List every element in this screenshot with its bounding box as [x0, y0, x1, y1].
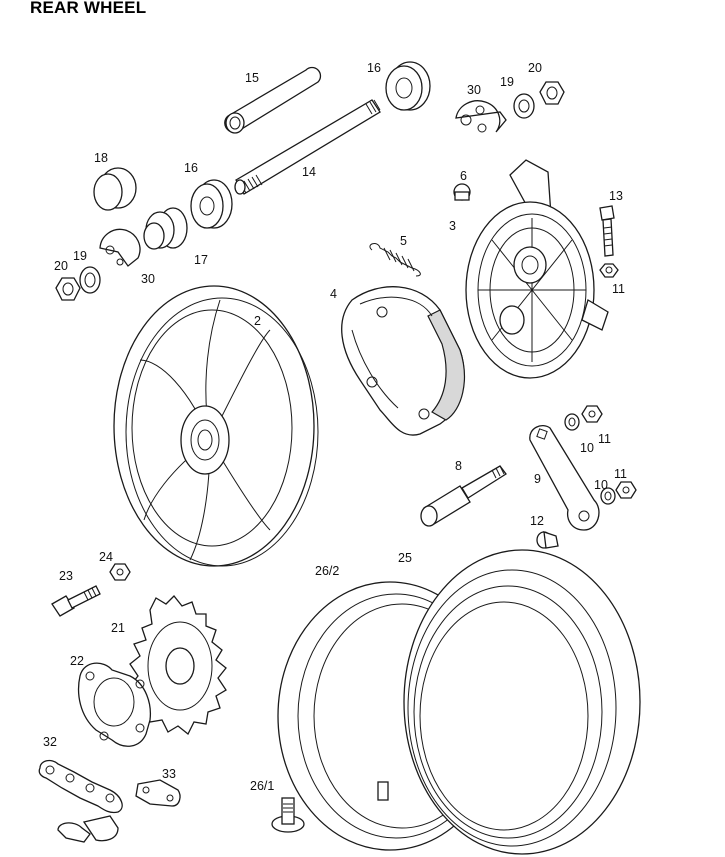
- part-32-chain[interactable]: [38, 759, 123, 814]
- part-18-spacer[interactable]: [93, 167, 137, 211]
- label-16-lower: 16: [184, 161, 198, 175]
- part-13-bolt[interactable]: [599, 205, 615, 257]
- label-11-c: 11: [614, 467, 627, 481]
- part-4-brake-shoes[interactable]: [341, 286, 466, 436]
- label-21: 21: [111, 621, 125, 635]
- part-11-nut-c[interactable]: [615, 481, 637, 499]
- label-26-1: 26/1: [250, 779, 274, 793]
- label-2: 2: [254, 314, 261, 328]
- label-25: 25: [398, 551, 412, 565]
- part-5-spring[interactable]: [369, 243, 421, 277]
- part-10-washer-a[interactable]: [564, 413, 580, 431]
- part-8-pin[interactable]: [420, 465, 507, 527]
- label-10-a: 10: [580, 441, 594, 455]
- label-32: 32: [43, 735, 57, 749]
- label-11-b: 11: [598, 432, 611, 446]
- label-23: 23: [59, 569, 73, 583]
- label-17: 17: [194, 253, 208, 267]
- part-12-pin[interactable]: [536, 531, 559, 549]
- label-8: 8: [455, 459, 462, 473]
- part-19-washer-left[interactable]: [79, 266, 101, 294]
- part-30-plate-left[interactable]: [99, 228, 141, 267]
- label-33: 33: [162, 767, 176, 781]
- part-14-axle[interactable]: [234, 99, 381, 195]
- part-11-nut-a[interactable]: [599, 263, 619, 278]
- part-11-nut-b[interactable]: [581, 405, 603, 423]
- label-24: 24: [99, 550, 113, 564]
- label-5: 5: [400, 234, 407, 248]
- label-10-b: 10: [594, 478, 608, 492]
- label-11-a: 11: [612, 282, 625, 296]
- label-3: 3: [449, 219, 456, 233]
- part-20-nut-left[interactable]: [55, 277, 81, 301]
- part-2-wheel-rim[interactable]: [113, 285, 319, 567]
- part-24-nut[interactable]: [109, 563, 131, 581]
- label-22: 22: [70, 654, 84, 668]
- page-title: REAR WHEEL: [30, 0, 147, 17]
- label-16-upper: 16: [367, 61, 381, 75]
- part-3-brake-plate[interactable]: [465, 159, 609, 379]
- label-9: 9: [534, 472, 541, 486]
- label-15: 15: [245, 71, 259, 85]
- label-20-left: 20: [54, 259, 68, 273]
- part-30-plate-right[interactable]: [455, 100, 507, 133]
- part-26-1-valve[interactable]: [271, 797, 305, 833]
- part-25-tyre[interactable]: [403, 549, 641, 855]
- part-19-washer-right[interactable]: [513, 93, 535, 119]
- label-6: 6: [460, 169, 467, 183]
- label-30-right: 30: [467, 83, 481, 97]
- label-12: 12: [530, 514, 544, 528]
- label-26-2: 26/2: [315, 564, 339, 578]
- label-13: 13: [609, 189, 623, 203]
- part-33-master-link[interactable]: [135, 779, 181, 807]
- part-21-sprocket[interactable]: [129, 595, 227, 736]
- part-16-bearing-lower[interactable]: [190, 179, 233, 229]
- part-20-nut-right[interactable]: [539, 81, 565, 105]
- part-22-flange-plate[interactable]: [77, 662, 152, 747]
- label-19-left: 19: [73, 249, 87, 263]
- label-20-right: 20: [528, 61, 542, 75]
- label-30-left: 30: [141, 272, 155, 286]
- label-4: 4: [330, 287, 337, 301]
- part-16-bearing-upper[interactable]: [385, 61, 431, 111]
- part-9-brake-lever[interactable]: [529, 425, 600, 531]
- part-6-plug[interactable]: [453, 183, 471, 201]
- part-17-stepped-spacer[interactable]: [143, 207, 188, 250]
- part-15-spacer-tube[interactable]: [224, 66, 322, 134]
- chain-clip[interactable]: [57, 815, 119, 843]
- part-10-washer-b[interactable]: [600, 487, 616, 505]
- part-23-bolt[interactable]: [51, 585, 101, 617]
- label-19-right: 19: [500, 75, 514, 89]
- label-14: 14: [302, 165, 316, 179]
- label-18: 18: [94, 151, 108, 165]
